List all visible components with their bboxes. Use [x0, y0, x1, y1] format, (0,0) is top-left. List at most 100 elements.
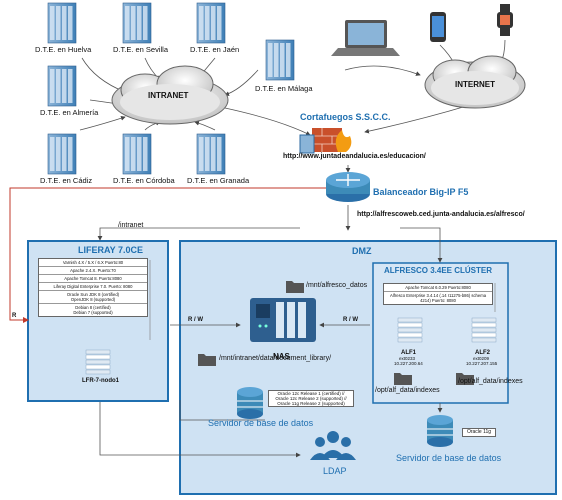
node-server-slot	[397, 327, 423, 333]
server-bay	[274, 43, 279, 77]
server-bay	[217, 137, 222, 171]
server-bay	[131, 6, 136, 40]
internet-cloud	[424, 55, 526, 109]
server-bay	[50, 137, 55, 171]
dte-huelva-label: D.T.E. en Huelva	[35, 45, 92, 54]
server-bay	[205, 137, 210, 171]
r-label: R	[12, 313, 17, 319]
database-icon-alfresco	[427, 415, 453, 447]
liferay-stack-item: Oracle Sun JDK 8 (certified) OpenJDK 8 (…	[39, 291, 147, 304]
alf1-host: ext0233	[399, 356, 416, 361]
server-bay	[56, 137, 61, 171]
liferay-stack-item: Apache 2.4.X. Puerto:70	[39, 267, 147, 275]
folder-icons	[198, 281, 474, 385]
server-bay	[143, 137, 148, 171]
db-note: Oracle 12c Release 2 (supported) //	[275, 396, 347, 401]
liferay-stack-item: Apache Tomcat 8. Puerto:8080	[39, 275, 147, 283]
liferay-db-notes: Oracle 12c Release 1 (certified) // Orac…	[268, 390, 354, 407]
firewall-url: http://www.juntadeandalucia.es/educacion…	[283, 153, 426, 160]
firewall-title: Cortafuegos S.S.C.C.	[300, 112, 391, 122]
server-bay	[68, 6, 73, 40]
stack-scroll-markers	[149, 260, 496, 340]
server-bay	[286, 43, 291, 77]
intranet-link-label: /intranet	[118, 222, 144, 229]
alf2-name: ALF2	[475, 350, 490, 356]
rw-left-label: R / W	[188, 317, 203, 323]
alfresco-stack-item: Apache Tomcat 6.0.29 Puerto:8080	[384, 284, 492, 292]
alfresco-title: ALFRESCO 3.4EE CLÚSTER	[384, 266, 493, 275]
node-server-slot	[471, 327, 497, 333]
liferay-node-label: LFR-7-nodo1	[82, 378, 119, 384]
dte-cordoba-label: D.T.E. en Córdoba	[113, 176, 175, 185]
server-bay	[56, 6, 61, 40]
dte-jaen-label: D.T.E. en Jaén	[190, 45, 240, 54]
liferay-title: LIFERAY 7.0CE	[78, 245, 144, 255]
dte-malaga-label: D.T.E. en Málaga	[255, 84, 313, 93]
dte-cadiz-label: D.T.E. en Cádiz	[40, 176, 93, 185]
node-server-slot	[471, 317, 497, 323]
server-icons	[47, 2, 295, 175]
alf2-ip: 10.227.207.155	[466, 361, 498, 366]
internet-label: INTERNET	[455, 80, 495, 89]
intranet-cloud	[111, 65, 229, 125]
nas-label: NAS	[273, 352, 290, 361]
node-server-slot	[397, 317, 423, 323]
alf1-path: /opt/alf_data/indexes	[375, 387, 440, 394]
node-server-slot	[85, 359, 111, 365]
liferay-software-stack: Varnish 4.X / 5.X / 6.X Puerto:80 Apache…	[38, 258, 148, 317]
server-bay	[68, 69, 73, 103]
node-servers	[85, 317, 497, 375]
nas-icon	[250, 298, 316, 342]
server-bay	[62, 137, 67, 171]
node-server-slot	[85, 369, 111, 375]
node-server-slot	[85, 364, 111, 370]
mnt-liferay-label: /mnt/intranet/data/document_library/	[219, 355, 332, 362]
server-bay	[137, 6, 142, 40]
node-server-slot	[471, 337, 497, 343]
mnt-alfresco-label: /mnt/alfresco_datos	[306, 282, 368, 289]
server-bay	[50, 69, 55, 103]
server-bay	[125, 6, 130, 40]
node-server-slot	[397, 337, 423, 343]
server-bay	[143, 6, 148, 40]
node-server-slot	[471, 332, 497, 338]
alf1-name: ALF1	[401, 350, 416, 356]
server-bay	[211, 137, 216, 171]
node-server-slot	[397, 322, 423, 328]
db-note: Oracle 11g Release 2 (supported)	[277, 401, 345, 406]
balancer-title: Balanceador Big-IP F5	[373, 187, 469, 197]
alf2-host: ext0209	[473, 356, 490, 361]
server-bay	[211, 6, 216, 40]
alfresco-db-note: Oracle 11g	[462, 428, 496, 437]
red-access-link	[9, 187, 340, 323]
load-balancer-icon	[326, 172, 370, 202]
alfresco-db-label: Servidor de base de datos	[396, 453, 502, 463]
server-bay	[50, 6, 55, 40]
db-note: Oracle 12c Release 1 (certified) //	[277, 391, 345, 396]
server-bay	[137, 137, 142, 171]
server-bay	[125, 137, 130, 171]
smartphone-icon	[430, 12, 446, 42]
node-server-slot	[85, 349, 111, 355]
balancer-url: http://alfrescoweb.ced.junta-andalucia.e…	[357, 211, 525, 218]
server-bay	[56, 69, 61, 103]
ldap-users-icon	[310, 431, 356, 460]
alf1-ip: 10.227.200.64	[394, 361, 423, 366]
alfresco-stack-item: Alfresco Enterprise 3.4.14 (.14 r11275-b…	[389, 293, 487, 303]
database-icon-liferay	[237, 387, 263, 419]
dte-almeria-label: D.T.E. en Almería	[40, 108, 99, 117]
server-bay	[62, 6, 67, 40]
liferay-stack-item: Varnish 4.X / 5.X / 6.X Puerto:80	[39, 259, 147, 267]
server-bay	[217, 6, 222, 40]
dte-granada-label: D.T.E. en Granada	[187, 176, 250, 185]
dte-sevilla-label: D.T.E. en Sevilla	[113, 45, 169, 54]
ldap-label: LDAP	[323, 466, 347, 476]
server-bay	[268, 43, 273, 77]
liferay-db-label: Servidor de base de datos	[208, 418, 314, 428]
intranet-label: INTRANET	[148, 91, 189, 100]
node-server-slot	[85, 354, 111, 360]
server-bay	[199, 6, 204, 40]
server-bay	[199, 137, 204, 171]
server-bay	[62, 69, 67, 103]
firewall-icon	[299, 128, 352, 154]
